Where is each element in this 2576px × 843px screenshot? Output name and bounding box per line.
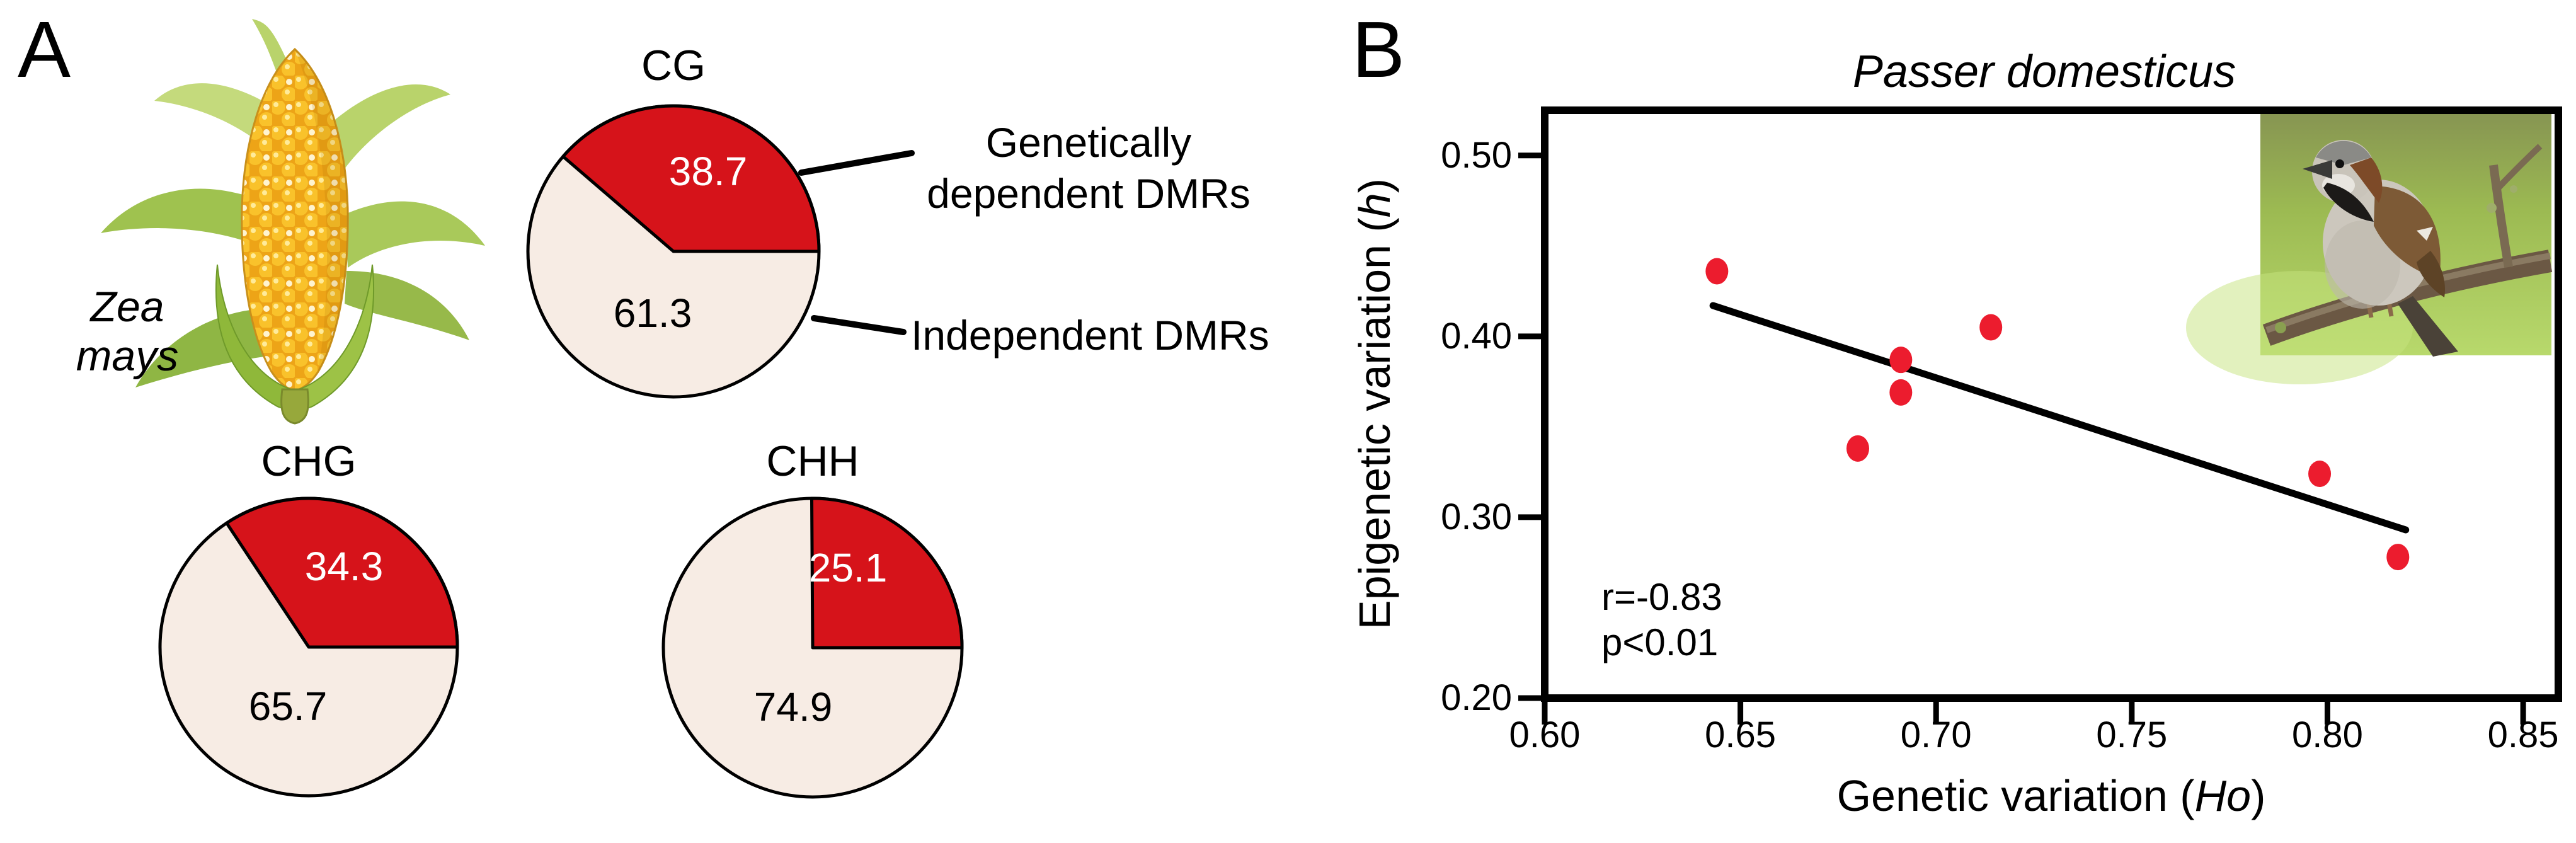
pie-slice-dependent (810, 496, 964, 650)
y-axis-title-italic: h (1350, 193, 1399, 218)
pie-value-chh-independent: 74.9 (753, 684, 833, 730)
leader-line-dependent (798, 150, 915, 176)
scatter-point (1705, 258, 1729, 285)
pie-slice-dependent (225, 496, 459, 649)
x-axis-title: Genetic variation (Ho) (1837, 774, 2266, 818)
y-axis-title-close: ) (1350, 178, 1399, 193)
stats-annotation: r=-0.83 p<0.01 (1601, 575, 1722, 665)
regression-line (1709, 302, 2410, 534)
pie-title-chh: CHH (766, 437, 859, 485)
panel-a-label: A (18, 5, 71, 94)
correlation-value: r=-0.83 (1601, 576, 1722, 618)
pie-value-cg-dependent: 38.7 (668, 149, 748, 194)
legend-dependent-dmrs: Genetically dependent DMRs (927, 119, 1251, 217)
panel-b-label: B (1352, 5, 1405, 94)
pie-value-chh-dependent: 25.1 (808, 545, 888, 590)
pie-chart-chh (661, 496, 964, 799)
species-name-zea-mays: Zea mays (76, 283, 179, 381)
scatter-point (1846, 435, 1869, 462)
pie-chart-chg (158, 496, 459, 798)
y-axis-title: Epigenetic variation (h) (1350, 178, 1399, 629)
scatter-plot (1518, 152, 2526, 725)
pie-chart-cg (526, 104, 821, 399)
scatter-point (2308, 461, 2332, 488)
plot-title-passer-domesticus: Passer domesticus (1852, 47, 2236, 97)
plot-frame (1541, 106, 2562, 702)
pie-value-chg-dependent: 34.3 (304, 544, 384, 589)
legend-independent-dmrs: Independent DMRs (911, 312, 1269, 358)
scatter-point (1979, 314, 2003, 341)
pie-slice-dependent (561, 104, 821, 253)
p-value: p<0.01 (1601, 621, 1719, 663)
pie-value-chg-independent: 65.7 (248, 684, 328, 729)
x-axis-title-text: Genetic variation ( (1836, 771, 2195, 820)
y-axis-title-text: Epigenetic variation ( (1350, 217, 1399, 629)
leader-line-independent (811, 315, 907, 335)
pie-value-cg-independent: 61.3 (613, 290, 692, 336)
pie-title-cg: CG (641, 42, 706, 89)
x-axis-title-close: ) (2251, 771, 2266, 820)
sparrow-photo (2186, 114, 2553, 384)
corn-image (101, 19, 485, 425)
scatter-point (2386, 544, 2410, 571)
scatter-point (1889, 379, 1913, 406)
x-axis-title-italic: Ho (2194, 771, 2252, 820)
scatter-point (1889, 347, 1913, 374)
pie-title-chg: CHG (261, 437, 357, 485)
